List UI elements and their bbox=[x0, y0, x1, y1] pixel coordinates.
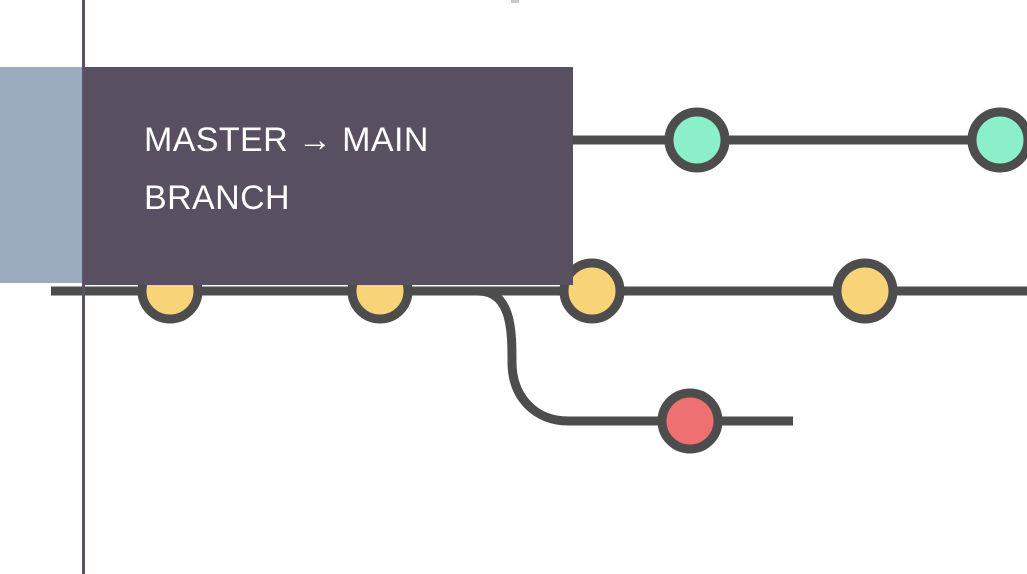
commit-node-green-2[interactable] bbox=[967, 107, 1027, 173]
branch-curve-bottom bbox=[477, 286, 793, 426]
side-panel-block bbox=[0, 67, 82, 283]
edge-artifact-mark bbox=[511, 0, 519, 3]
commit-node-yellow-4[interactable] bbox=[832, 258, 898, 324]
callout-text: MASTER → MAIN BRANCH bbox=[144, 121, 429, 217]
callout-box: MASTER → MAIN BRANCH bbox=[82, 67, 573, 285]
commit-node-red-1[interactable] bbox=[657, 388, 723, 454]
commit-node-yellow-3[interactable] bbox=[559, 258, 625, 324]
commit-node-green-1[interactable] bbox=[664, 107, 730, 173]
vertical-guide-line bbox=[82, 0, 85, 574]
